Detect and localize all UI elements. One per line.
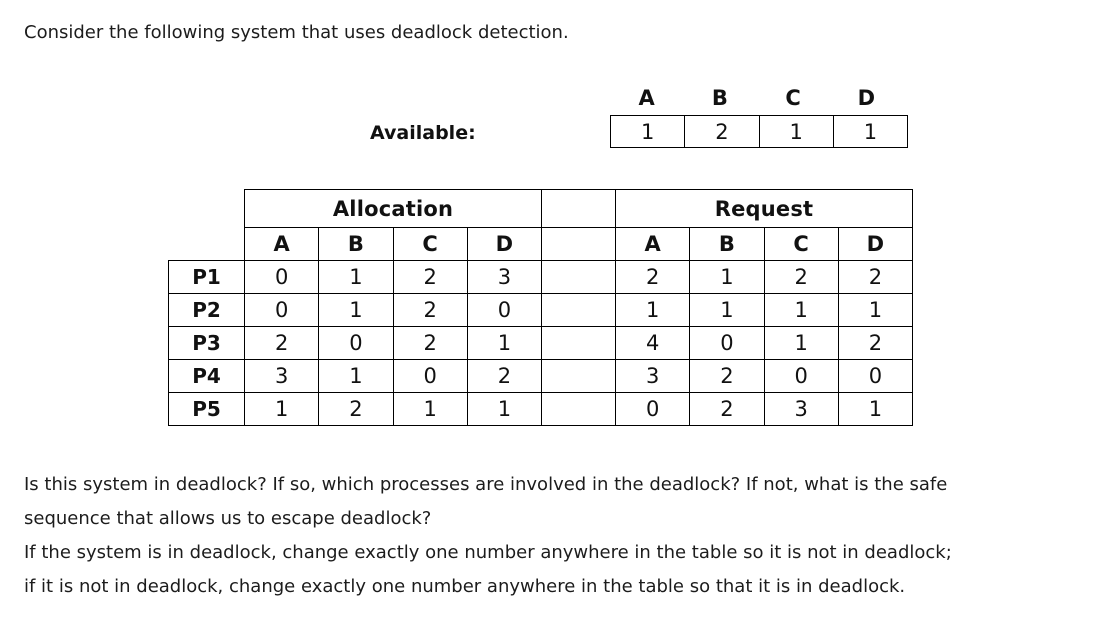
available-header-a: A [638, 86, 655, 110]
matrix-gap-cell-sub [541, 227, 616, 261]
p2-allocation-d: 0 [466, 293, 543, 327]
p2-request-d: 1 [837, 293, 914, 327]
p4-request-a: 3 [614, 359, 691, 393]
p4-allocation-b: 1 [318, 359, 394, 393]
available-header-row: A B C D [610, 85, 903, 111]
request-header-d: D [837, 227, 914, 261]
p5-allocation-b: 2 [318, 392, 394, 426]
matrix-gap-cell-header [541, 189, 616, 228]
question-line-4: if it is not in deadlock, change exactly… [24, 576, 906, 597]
p4-request-c: 0 [763, 359, 839, 393]
p3-allocation-d: 1 [466, 326, 543, 360]
process-label-p1: P1 [168, 260, 245, 294]
matrix-gap-cell-p4 [541, 359, 616, 393]
table-row: P4 3 1 0 2 3 2 0 0 [168, 359, 914, 393]
table-row: P1 0 1 2 3 2 1 2 2 [168, 260, 914, 294]
p2-allocation-a: 0 [243, 293, 320, 327]
matrix-gap-cell-p1 [541, 260, 616, 294]
process-label-p5: P5 [168, 392, 245, 426]
p5-request-a: 0 [614, 392, 691, 426]
p1-allocation-c: 2 [392, 260, 468, 294]
available-value-d: 1 [832, 115, 909, 148]
table-row: P2 0 1 2 0 1 1 1 1 [168, 293, 914, 327]
allocation-group-header: Allocation [244, 189, 542, 228]
matrix-corner-blank-sub [169, 228, 245, 261]
allocation-header-a: A [243, 227, 320, 261]
p2-request-a: 1 [614, 293, 691, 327]
p5-allocation-d: 1 [466, 392, 543, 426]
process-label-p4: P4 [168, 359, 245, 393]
question-line-2: sequence that allows us to escape deadlo… [24, 508, 432, 529]
p3-request-a: 4 [614, 326, 691, 360]
p1-request-b: 1 [689, 260, 765, 294]
available-header-b: B [711, 86, 728, 110]
available-label: Available: [370, 122, 476, 144]
p5-request-d: 1 [837, 392, 914, 426]
p5-request-b: 2 [689, 392, 765, 426]
p3-request-b: 0 [689, 326, 765, 360]
p5-request-c: 3 [763, 392, 839, 426]
p2-request-c: 1 [763, 293, 839, 327]
request-header-c: C [763, 227, 839, 261]
p2-request-b: 1 [689, 293, 765, 327]
process-label-p3: P3 [168, 326, 245, 360]
table-row: P3 2 0 2 1 4 0 1 2 [168, 326, 914, 360]
process-label-p2: P2 [168, 293, 245, 327]
p2-allocation-b: 1 [318, 293, 394, 327]
available-values-row: 1 2 1 1 [609, 115, 909, 148]
table-row: P5 1 2 1 1 0 2 3 1 [168, 392, 914, 426]
intro-paragraph: Consider the following system that uses … [24, 22, 569, 43]
question-paragraph: Is this system in deadlock? If so, which… [24, 468, 1084, 604]
p1-request-a: 2 [614, 260, 691, 294]
p3-request-d: 2 [837, 326, 914, 360]
p3-allocation-c: 2 [392, 326, 468, 360]
p3-request-c: 1 [763, 326, 839, 360]
p5-allocation-c: 1 [392, 392, 468, 426]
p4-request-d: 0 [837, 359, 914, 393]
p4-allocation-c: 0 [392, 359, 468, 393]
available-value-a: 1 [609, 115, 686, 148]
available-value-c: 1 [758, 115, 834, 148]
allocation-header-d: D [466, 227, 543, 261]
p1-request-c: 2 [763, 260, 839, 294]
matrix-gap-cell-p2 [541, 293, 616, 327]
p4-allocation-a: 3 [243, 359, 320, 393]
matrix-gap-cell-p5 [541, 392, 616, 426]
p1-allocation-b: 1 [318, 260, 394, 294]
available-value-b: 2 [684, 115, 760, 148]
allocation-header-c: C [392, 227, 468, 261]
p4-allocation-d: 2 [466, 359, 543, 393]
p1-request-d: 2 [837, 260, 914, 294]
p5-allocation-a: 1 [243, 392, 320, 426]
available-header-d: D [857, 86, 876, 110]
allocation-request-matrix: Allocation Request A B C D A B C D P1 0 … [168, 189, 914, 426]
matrix-group-header-row: Allocation Request [169, 189, 913, 228]
available-table: 1 2 1 1 [609, 115, 909, 148]
allocation-header-b: B [318, 227, 394, 261]
request-group-header: Request [615, 189, 913, 228]
p4-request-b: 2 [689, 359, 765, 393]
matrix-gap-cell-p3 [541, 326, 616, 360]
request-header-a: A [614, 227, 691, 261]
question-line-3: If the system is in deadlock, change exa… [24, 542, 952, 563]
p2-allocation-c: 2 [392, 293, 468, 327]
request-header-b: B [689, 227, 765, 261]
p1-allocation-a: 0 [243, 260, 320, 294]
p1-allocation-d: 3 [466, 260, 543, 294]
question-line-1: Is this system in deadlock? If so, which… [24, 474, 948, 495]
available-header-c: C [785, 86, 801, 110]
matrix-resource-header-row: A B C D A B C D [169, 227, 914, 261]
matrix-corner-blank-top [169, 190, 245, 228]
p3-allocation-a: 2 [243, 326, 320, 360]
p3-allocation-b: 0 [318, 326, 394, 360]
